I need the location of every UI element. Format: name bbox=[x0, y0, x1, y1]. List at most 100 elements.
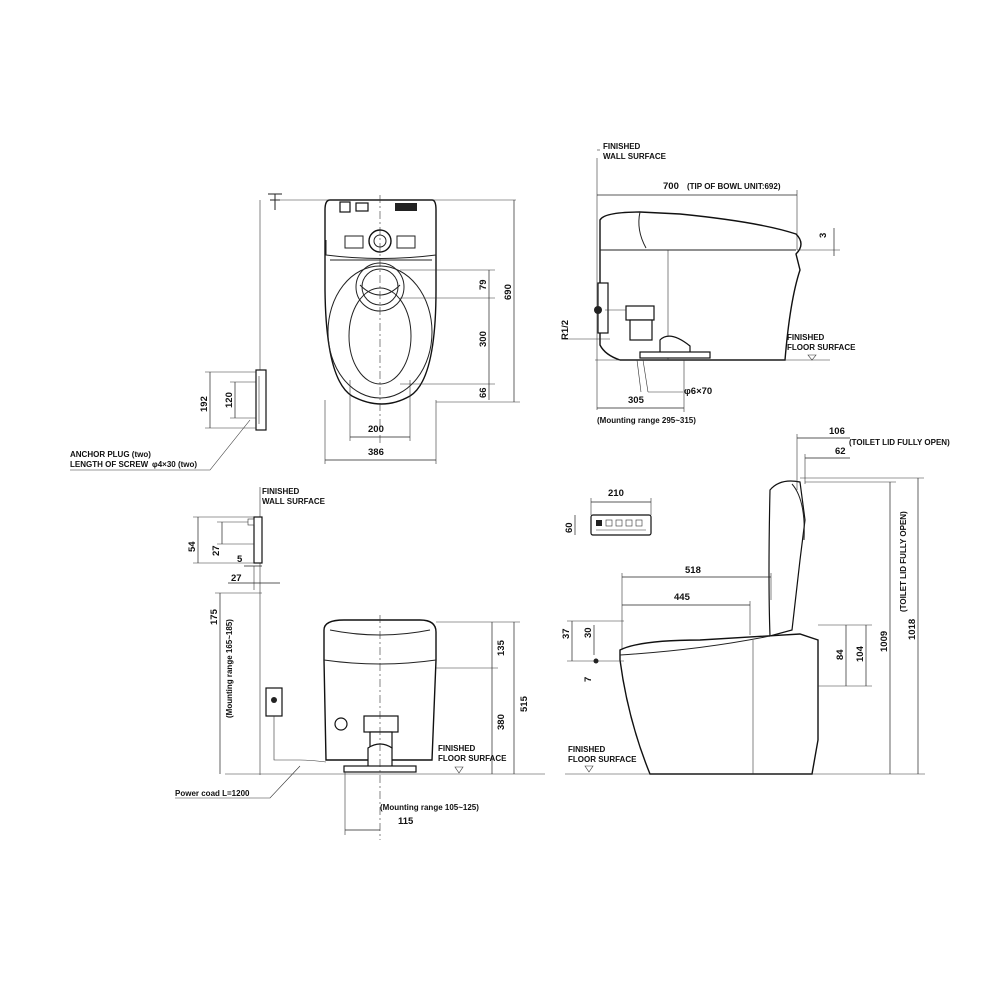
remote-view: 210 60 bbox=[564, 488, 652, 536]
side-wall-label-1: FINISHED bbox=[603, 142, 641, 151]
front-mount-range-2: (Mounting range 105~125) bbox=[380, 803, 479, 812]
open-view: FINISHED FLOOR SURFACE 106 (TOILET LID F… bbox=[561, 426, 950, 775]
bracket-view: FINISHED WALL SURFACE 54 27 5 27 bbox=[187, 487, 326, 775]
dim-79-label: 79 bbox=[478, 279, 489, 290]
open-vertical-note: (TOILET LID FULLY OPEN) bbox=[899, 511, 908, 612]
power-cord-label: Power coad L=1200 bbox=[175, 789, 250, 798]
remote-button-3 bbox=[615, 519, 623, 527]
outlet-icon bbox=[271, 697, 277, 703]
seat-height-marker bbox=[593, 658, 599, 664]
dim-120-label: 120 bbox=[224, 392, 235, 408]
dim-62-label: 62 bbox=[835, 446, 846, 457]
lid-open-note: (TOILET LID FULLY OPEN) bbox=[849, 438, 950, 447]
dim-3-label: 3 bbox=[818, 233, 829, 238]
bracket-wall-label-1: FINISHED bbox=[262, 487, 300, 496]
dim-66-label: 66 bbox=[478, 387, 489, 398]
bracket-wall-label-2: WALL SURFACE bbox=[262, 497, 326, 506]
toilet-body-front bbox=[323, 619, 437, 761]
terminal-block bbox=[395, 203, 417, 211]
toilet-body-open bbox=[619, 633, 819, 775]
lid-front-curve bbox=[638, 211, 647, 249]
dim-104-label: 104 bbox=[855, 645, 866, 662]
component-right bbox=[396, 235, 416, 249]
dim-300-label: 300 bbox=[478, 331, 489, 347]
dim-54-label: 54 bbox=[187, 541, 198, 552]
dim-1009-label: 1009 bbox=[879, 631, 890, 652]
dim-37-label: 37 bbox=[561, 628, 572, 639]
front-floor-label-1: FINISHED bbox=[438, 744, 476, 753]
remote-button-2 bbox=[605, 519, 613, 527]
dim-380-label: 380 bbox=[496, 714, 507, 730]
dim-135-label: 135 bbox=[496, 639, 507, 656]
lid-open bbox=[768, 480, 806, 637]
bracket-top bbox=[255, 369, 267, 431]
side-view: FINISHED WALL SURFACE 700 (TIP OF BOWL U… bbox=[560, 142, 856, 425]
front-floor-label-2: FLOOR SURFACE bbox=[438, 754, 507, 763]
top-view: 386 200 690 79 300 66 192 120 ANCHOR PLU… bbox=[70, 193, 520, 471]
dim-515-label: 515 bbox=[519, 695, 530, 712]
component-left bbox=[344, 235, 364, 249]
side-floor-label-1: FINISHED bbox=[787, 333, 825, 342]
dim-27b-label: 27 bbox=[231, 573, 242, 584]
pipe-label: φ6×70 bbox=[684, 386, 712, 397]
dim-27a-label: 27 bbox=[211, 545, 222, 556]
trap-box bbox=[625, 305, 655, 321]
side-floor-label-2: FLOOR SURFACE bbox=[787, 343, 856, 352]
anchor-leader bbox=[70, 419, 251, 471]
valve-knob-icon bbox=[594, 306, 602, 314]
open-floor-label-2: FLOOR SURFACE bbox=[568, 755, 637, 764]
tip-note: (TIP OF BOWL UNIT:692) bbox=[687, 182, 781, 191]
dim-106-label: 106 bbox=[829, 426, 845, 437]
anchor-label-1: ANCHOR PLUG (two) bbox=[70, 450, 151, 459]
dim-60-label: 60 bbox=[564, 522, 575, 533]
base-plate bbox=[639, 351, 711, 359]
bracket-tab bbox=[247, 518, 255, 526]
front-mount-range: (Mounting range 165~185) bbox=[225, 619, 234, 718]
valve-icon bbox=[339, 201, 351, 213]
power-cord-path bbox=[273, 716, 327, 763]
dim-115-label: 115 bbox=[398, 816, 414, 827]
seat-line-open bbox=[619, 635, 771, 656]
dim-7-label: 7 bbox=[583, 677, 594, 682]
r12-label: R1/2 bbox=[560, 320, 571, 340]
dim-5-label: 5 bbox=[237, 554, 243, 565]
dim-175-label: 175 bbox=[209, 608, 220, 625]
dim-305-label: 305 bbox=[628, 395, 645, 406]
trap-front bbox=[363, 715, 399, 733]
dim-445-label: 445 bbox=[674, 592, 691, 603]
floor-triangle-side bbox=[807, 354, 817, 361]
open-floor-label-1: FINISHED bbox=[568, 745, 606, 754]
lid-hinge bbox=[791, 483, 805, 541]
anchor-label-2: LENGTH OF SCREW bbox=[70, 460, 149, 469]
remote-button-4 bbox=[625, 519, 633, 527]
pipe-leader-1 bbox=[642, 359, 649, 393]
dim-700-label: 700 bbox=[663, 181, 679, 192]
side-mount-range: (Mounting range 295~315) bbox=[597, 416, 696, 425]
remote-button-1 bbox=[596, 520, 602, 526]
trap-lower bbox=[629, 319, 653, 341]
front-view: FINISHED FLOOR SURFACE 175 (Mounting ran… bbox=[175, 592, 545, 840]
bracket-side bbox=[253, 516, 263, 564]
dim-518-label: 518 bbox=[685, 565, 701, 576]
floor-triangle-front bbox=[454, 766, 464, 774]
tank-edge bbox=[325, 240, 437, 259]
remote-button-5 bbox=[635, 519, 643, 527]
dim-386-label: 386 bbox=[368, 447, 384, 458]
dim-1018-label: 1018 bbox=[907, 619, 918, 640]
anchor-icon bbox=[268, 193, 282, 210]
dim-192-label: 192 bbox=[199, 396, 210, 412]
side-wall-label-2: WALL SURFACE bbox=[603, 152, 667, 161]
dim-210-label: 210 bbox=[608, 488, 624, 499]
dim-690-label: 690 bbox=[503, 284, 514, 300]
valve-front-icon bbox=[334, 717, 348, 731]
connector-icon bbox=[355, 202, 369, 212]
anchor-spec: φ4×30 (two) bbox=[152, 460, 197, 469]
floor-triangle-open bbox=[584, 765, 594, 773]
power-cord-leader bbox=[175, 765, 301, 799]
dim-84-label: 84 bbox=[835, 649, 846, 660]
pipe-leader-2 bbox=[636, 359, 642, 393]
bowl-outline-top bbox=[324, 199, 437, 405]
dim-30-label: 30 bbox=[583, 627, 594, 638]
